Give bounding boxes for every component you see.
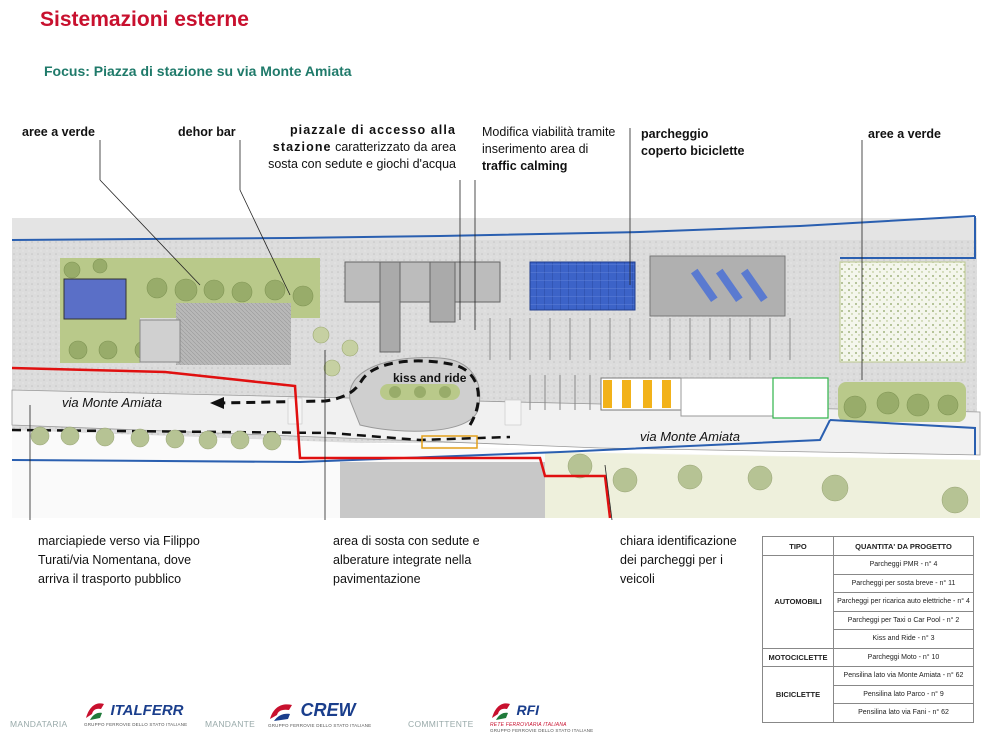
table-cell: Parcheggi Moto - n° 10 xyxy=(833,647,974,667)
annotation-aree-verde-left: aree a verde xyxy=(22,125,95,139)
table-header-tipo: TIPO xyxy=(762,536,834,556)
table-cell: Parcheggi per sosta breve - n° 11 xyxy=(833,573,974,593)
table-header-row: TIPO QUANTITA' DA PROGETTO xyxy=(762,536,974,556)
table-category-biciclette: BICICLETTE xyxy=(762,666,834,723)
building-right xyxy=(649,255,786,317)
property-line xyxy=(11,366,612,519)
station-building xyxy=(344,261,501,353)
fs-logo-icon xyxy=(492,703,510,720)
electric-parking xyxy=(772,377,829,419)
annotation-parcheggio-coperto: parcheggio coperto biciclette xyxy=(641,127,745,158)
dehor-roof xyxy=(176,303,291,365)
footer-mandante-label: MANDANTE xyxy=(205,719,256,729)
trees-left xyxy=(63,258,314,360)
italferr-sub: GRUPPO FERROVIE DELLO STATO ITALIANE xyxy=(84,722,188,727)
table-category-motociclette: MOTOCICLETTE xyxy=(762,647,834,667)
street-trees xyxy=(30,426,969,514)
annotation-modifica-viabilita: Modifica viabilità tramite inserimento a… xyxy=(482,124,622,175)
table-row: BICICLETTE Pensilina lato via Monte Amia… xyxy=(762,666,974,723)
table-cell: Kiss and Ride - n° 3 xyxy=(833,629,974,649)
page-title: Sistemazioni esterne xyxy=(40,8,249,31)
annotation-modifica-text: Modifica viabilità tramite inserimento a… xyxy=(482,125,616,156)
pmr-parking xyxy=(600,377,682,411)
crew-name: CREW xyxy=(300,700,356,720)
table-cell: Pensilina lato via Monte Amiata - n° 62 xyxy=(833,666,974,686)
italferr-name: ITALFERR xyxy=(110,702,184,720)
table-cell: Parcheggi per ricarica auto elettriche -… xyxy=(833,592,974,612)
annotation-piazzale: piazzale di accesso alla stazione caratt… xyxy=(256,122,456,173)
annotation-piazzale-title: piazzale di accesso alla stazione xyxy=(272,123,456,154)
annotation-aree-verde-right: aree a verde xyxy=(868,127,941,141)
table-category-automobili: AUTOMOBILI xyxy=(762,555,834,649)
rfi-sub: GRUPPO FERROVIE DELLO STATO ITALIANE xyxy=(490,728,594,733)
pedestrian-crossings xyxy=(287,397,522,426)
table-row: AUTOMOBILI Parcheggi PMR - n° 4 xyxy=(762,555,974,649)
annotation-dehor-bar: dehor bar xyxy=(178,125,236,139)
parking-bays xyxy=(680,377,774,417)
page-subtitle: Focus: Piazza di stazione su via Monte A… xyxy=(44,63,352,79)
kiss-and-ride-label: kiss and ride xyxy=(393,371,467,385)
italferr-logo: ITALFERR GRUPPO FERROVIE DELLO STATO ITA… xyxy=(84,700,187,727)
table-cell: Pensilina lato Parco - n° 9 xyxy=(833,684,974,704)
trees-right xyxy=(843,391,959,419)
parking-stripes xyxy=(489,318,791,410)
fs-logo-icon xyxy=(270,704,292,721)
road-dashed-route xyxy=(11,428,511,442)
road-label-left: via Monte Amiata xyxy=(62,395,162,410)
site-boundary xyxy=(11,215,976,464)
kiss-and-ride-route xyxy=(219,359,480,426)
green-area-right xyxy=(838,261,966,422)
existing-building xyxy=(340,462,545,518)
rfi-line: RETE FERROVIARIA ITALIANA xyxy=(490,722,567,728)
crew-logo: CREW GRUPPO FERROVIE DELLO STATO ITALIAN… xyxy=(268,700,371,728)
rfi-name: RFI xyxy=(516,702,540,719)
table-cell: Pensilina lato via Fani - n° 62 xyxy=(833,703,974,723)
note-chiara-identificazione: chiara identificazione dei parcheggi per… xyxy=(620,534,737,586)
table-header-quantita: QUANTITA' DA PROGETTO xyxy=(833,536,974,556)
crew-sub: GRUPPO FERROVIE DELLO STATO ITALIANE xyxy=(268,722,372,728)
table-cell: Parcheggi PMR - n° 4 xyxy=(833,555,974,575)
leader-lines xyxy=(29,128,863,521)
annotation-piazzale-text: caratterizzato da area sosta con sedute … xyxy=(268,140,456,171)
table-row: MOTOCICLETTE Parcheggi Moto - n° 10 xyxy=(762,647,974,667)
table-row: Pensilina lato via Fani - n° 62 xyxy=(763,703,974,723)
footer-mandataria-label: MANDATARIA xyxy=(10,719,68,729)
plaza-trees xyxy=(312,326,359,377)
solar-panels-right xyxy=(690,268,768,303)
bike-shelter-roof xyxy=(529,261,636,311)
note-area-sosta: area di sosta con sedute e alberature in… xyxy=(333,534,480,586)
footer-committente-label: COMMITTENTE xyxy=(408,719,474,729)
annotation-traffic-calming: traffic calming xyxy=(482,159,568,173)
rfi-logo: RFI RETE FERROVIARIA ITALIANA GRUPPO FER… xyxy=(490,700,593,733)
route-arrow xyxy=(210,397,224,409)
bus-stop xyxy=(421,435,478,449)
table-cell: Parcheggi per Taxi o Car Pool - n° 2 xyxy=(833,610,974,630)
quantity-table: TIPO QUANTITA' DA PROGETTO AUTOMOBILI Pa… xyxy=(762,536,974,723)
note-marciapiede: marciapiede verso via Filippo Turati/via… xyxy=(38,534,200,586)
road-label-right: via Monte Amiata xyxy=(640,429,740,444)
kiss-and-ride-loop xyxy=(349,357,481,432)
fs-logo-icon xyxy=(86,703,104,720)
